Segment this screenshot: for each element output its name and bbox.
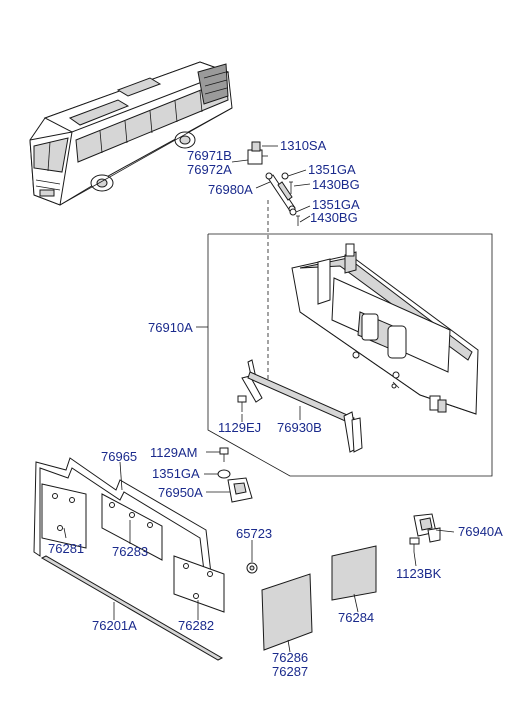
plate-76283 [101,493,163,561]
label-65723: 65723 [236,526,272,541]
hinge-bracket-76971b [247,141,268,165]
label-76930b: 76930B [277,420,322,435]
label-76971b: 76971B [187,148,232,163]
label-76980a: 76980A [208,182,253,197]
pin-1430bg-top [289,181,293,194]
label-1351ga-3: 1351GA [152,466,200,481]
label-76281: 76281 [48,541,84,556]
nut-1351ga-mid [289,208,297,216]
screw-1123bk [409,537,420,552]
pad-76284 [331,545,377,601]
label-1129am: 1129AM [150,445,197,460]
assembly-box [207,233,493,477]
label-1310sa: 1310SA [280,138,327,153]
rear-panel-76910a [291,243,479,415]
label-76284: 76284 [338,610,374,625]
label-76940a: 76940A [458,524,503,539]
label-76282: 76282 [178,618,214,633]
pad-76286 [261,573,313,651]
label-1430bg-2: 1430BG [310,210,358,225]
latch-76940a [413,513,441,543]
clip-65723 [246,562,258,574]
plate-76281 [41,483,87,549]
label-76201a: 76201A [92,618,137,633]
label-76286: 76286 [272,650,308,665]
label-76950a: 76950A [158,485,203,500]
rod-76930b [241,359,363,453]
label-76972a: 76972A [187,162,232,177]
bolt-1129am [219,447,229,462]
plate-76282 [173,555,225,613]
label-76283: 76283 [112,544,148,559]
label-1129ej: 1129EJ [218,420,261,435]
part-labels: 1310SA 76971B 76972A 1351GA 1430BG 76980… [48,138,503,679]
label-1430bg-1: 1430BG [312,177,360,192]
bolt-small [391,371,400,389]
latch-piece [429,395,447,413]
mounting-rail-76965 [33,457,215,605]
label-76965: 76965 [101,449,137,464]
label-1123bk: 1123BK [396,566,442,581]
label-76910a: 76910A [148,320,193,335]
bus-illustration [29,61,233,206]
nut-1351ga-top [281,172,289,180]
bolt-1129ej [237,395,247,412]
label-1351ga-2: 1351GA [312,197,360,212]
strip-76201a [40,555,224,661]
label-1351ga-1: 1351GA [308,162,356,177]
label-76287: 76287 [272,664,308,679]
leader-lines [63,145,455,653]
nut-1351ga-low [217,469,231,479]
pin-1430bg-mid [296,215,300,226]
hinge-76950a [227,477,253,503]
